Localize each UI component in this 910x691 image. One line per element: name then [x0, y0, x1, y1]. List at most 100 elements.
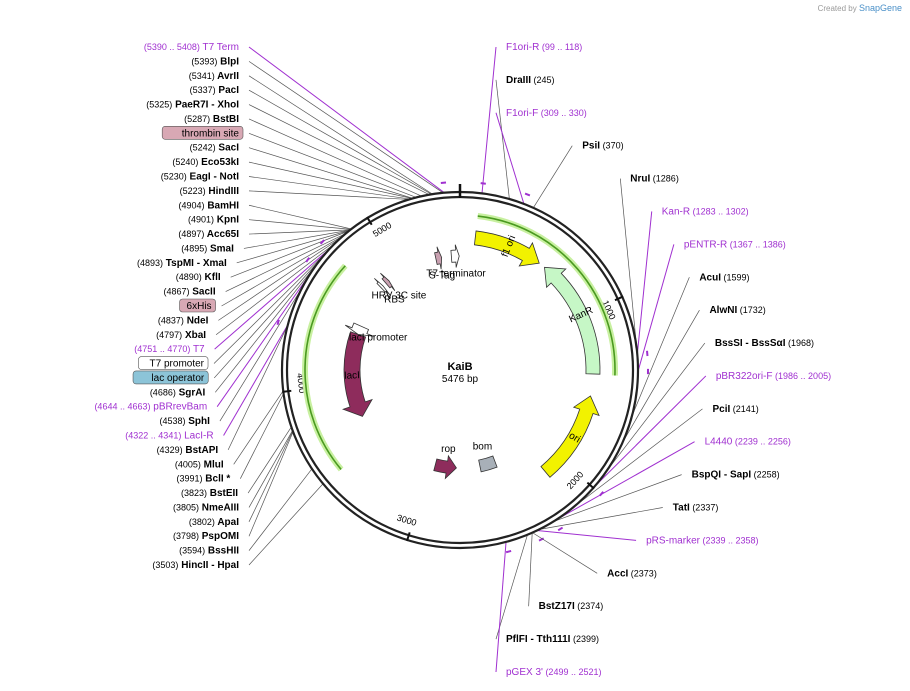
feature-label-t7terminator: T7 terminator — [426, 269, 486, 280]
label-f1orir: F1ori-R (99 .. 118) — [506, 42, 582, 53]
leader-pflfi — [495, 534, 528, 640]
label-ndei: (4837) NdeI — [158, 315, 209, 326]
leader-lacir — [223, 324, 289, 436]
leader-eagi — [248, 176, 411, 200]
label-mlui: (4005) MluI — [175, 459, 224, 470]
feature-label-hrv3c: HRV 3C site — [372, 291, 427, 302]
feature-bom — [478, 455, 498, 473]
leader-nmeaiii — [248, 430, 293, 508]
leader-t7prom — [213, 250, 328, 364]
leader-ndei — [218, 237, 342, 321]
box-sixhis — [179, 298, 216, 313]
leader-smai — [243, 229, 350, 249]
leader-bstapi — [227, 324, 289, 451]
snapgene-brand: SnapGene — [858, 3, 902, 13]
leader-t7term — [248, 46, 445, 194]
tick-mark-2000 — [586, 481, 595, 490]
feature-lacipromoter — [345, 322, 374, 337]
label-bspqi: BspQI - SapI (2258) — [692, 470, 780, 481]
leader-bamhi — [248, 204, 352, 230]
leader-kanr — [636, 211, 653, 355]
label-tati: TatI (2337) — [673, 503, 719, 514]
orf-arc-line-1 — [304, 265, 346, 470]
leader-psii — [533, 145, 573, 208]
leader-pgex3 — [495, 541, 507, 673]
label-eco53ki: (5240) Eco53kI — [172, 157, 239, 168]
label-acc65i: (4897) Acc65I — [178, 229, 239, 240]
label-pflfi: PflFI - Tth111I (2399) — [506, 634, 599, 645]
leader-xbai — [215, 243, 336, 336]
primer-mark-t7 — [319, 239, 325, 245]
leader-pspomi — [248, 431, 294, 537]
box-thrombin — [161, 126, 244, 140]
label-hincii: (3503) HincII - HpaI — [152, 560, 239, 571]
feature-laci — [342, 331, 373, 417]
plasmid-length: 5476 bp — [442, 374, 479, 385]
label-pbrrevbam: (4644 .. 4663) pBRrevBam — [94, 402, 207, 413]
leader-draiii — [495, 79, 510, 200]
leader-mlui — [233, 390, 284, 465]
label-alwni: AlwNI (1732) — [709, 305, 765, 316]
label-nmeaiii: (3805) NmeAIII — [173, 502, 239, 513]
leader-l4440 — [554, 441, 695, 521]
leader-hindiii — [248, 190, 410, 200]
label-lacop: lac operator — [151, 373, 204, 384]
leader-thrombin — [248, 133, 417, 198]
leader-bsteii — [247, 426, 292, 494]
leader-f1orif — [495, 112, 525, 205]
leader-alwni — [622, 309, 700, 443]
label-thrombin: thrombin site — [182, 128, 240, 139]
label-psii: PsiI (370) — [582, 141, 623, 152]
leader-pcii — [572, 408, 703, 509]
leader-paer7i — [248, 104, 430, 195]
feature-label-ori: ori — [567, 430, 582, 445]
label-pspomi: (3798) PspOMI — [173, 531, 239, 542]
primer-mark-f1orir — [480, 182, 486, 185]
label-sacii: (4867) SacII — [163, 287, 215, 298]
label-prsmarker: pRS-marker (2339 .. 2358) — [646, 535, 758, 546]
credit-prefix: Created by — [817, 4, 857, 13]
box-t7prom — [138, 356, 209, 370]
label-draiii: DraIII (245) — [506, 75, 555, 86]
primer-mark-pgex3 — [505, 549, 512, 554]
label-t7: (4751 .. 4770) T7 — [134, 344, 205, 355]
box-lacop — [132, 370, 209, 385]
feature-label-bom: bom — [473, 441, 492, 452]
label-kanr: Kan-R (1283 .. 1302) — [662, 206, 749, 217]
tick-mark-4000 — [282, 389, 292, 393]
label-acui: AcuI (1599) — [699, 272, 749, 283]
leader-hincii — [248, 483, 324, 566]
label-bcli: (3991) BclI * — [177, 474, 231, 485]
leader-bspqi — [553, 474, 682, 523]
leader-sixhis — [221, 235, 344, 307]
label-sixhis: 6xHis — [187, 301, 212, 312]
feature-label-rbs: RBS — [384, 295, 405, 306]
label-smai: (4895) SmaI — [181, 243, 234, 254]
label-bstz17i: BstZ17I (2374) — [539, 601, 604, 612]
feature-label-rop: rop — [441, 444, 456, 455]
label-eagi: (5230) EagI - NotI — [161, 172, 239, 183]
label-apai: (3802) ApaI — [189, 517, 239, 528]
feature-t7terminator — [450, 244, 460, 268]
label-f1orif: F1ori-F (309 .. 330) — [506, 108, 587, 119]
label-acci: AccI (2373) — [607, 568, 657, 579]
label-pentrr: pENTR-R (1367 .. 1386) — [684, 239, 786, 250]
label-hindiii: (5223) HindIII — [180, 186, 240, 197]
tick-mark-1000 — [614, 295, 624, 302]
feature-stag — [434, 246, 443, 270]
leader-bstbi — [248, 118, 422, 197]
orf-arc-line-0 — [477, 215, 616, 376]
primer-mark-l4440 — [557, 526, 564, 532]
primer-mark-lacir — [276, 319, 280, 325]
credit: Created by SnapGene — [818, 3, 902, 13]
leader-sphi — [219, 285, 304, 422]
leader-blpi — [248, 61, 444, 194]
label-kpni: (4901) KpnI — [188, 215, 239, 226]
label-t7prom: T7 promoter — [150, 359, 205, 370]
leader-bsssi — [597, 342, 706, 484]
leader-acui — [631, 277, 690, 417]
label-nrui: NruI (1286) — [630, 174, 679, 185]
primer-mark-prsmarker — [538, 537, 545, 542]
label-t7term: (5390 .. 5408) T7 Term — [144, 42, 239, 53]
